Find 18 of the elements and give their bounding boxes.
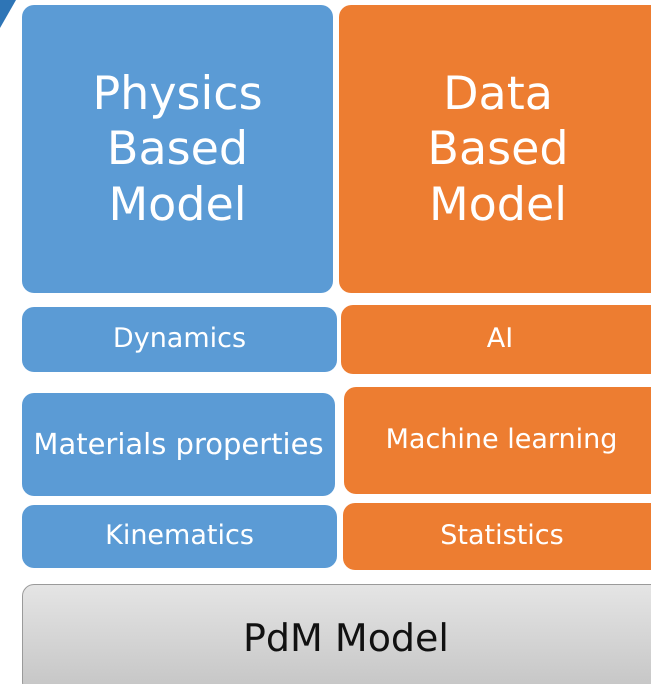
model-panel: [339, 5, 651, 293]
box-label: Kinematics: [105, 520, 254, 553]
box-label: Dynamics: [112, 323, 246, 356]
method-box: [22, 393, 335, 496]
method-box: [344, 387, 651, 494]
box-label: Materials properties: [33, 427, 324, 462]
method-box: [343, 503, 651, 570]
base-model-bar: [22, 584, 651, 684]
method-box: [22, 505, 337, 568]
box-label: PdM Model: [243, 616, 449, 662]
method-box: [22, 307, 337, 372]
model-panel: [22, 5, 333, 293]
box-label: Physics Based Model: [91, 66, 264, 232]
box-label: Data Based Model: [426, 66, 570, 232]
box-label: AI: [486, 323, 514, 356]
box-label: Statistics: [440, 520, 564, 553]
method-box: [341, 305, 651, 374]
box-label: Machine learning: [386, 424, 618, 457]
